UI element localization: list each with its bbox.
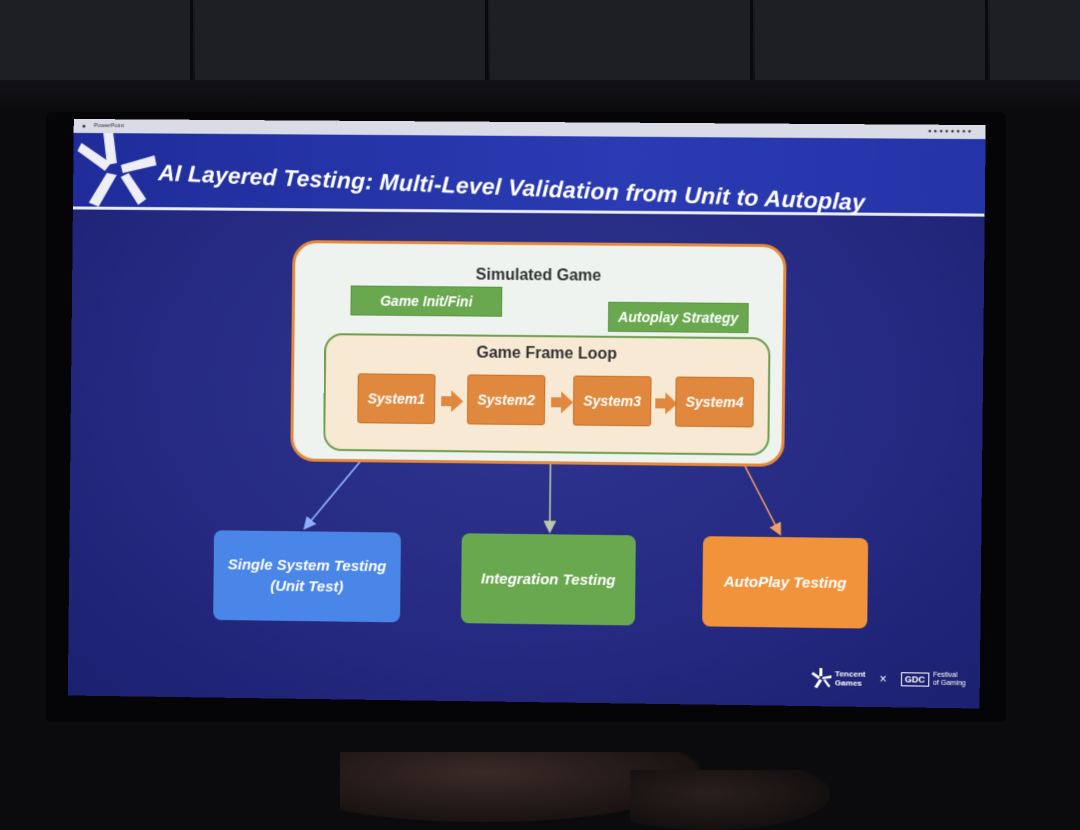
unit-test-label-line1: Single System Testing (228, 554, 387, 577)
arrow-to-autoplay-test (742, 462, 780, 533)
autoplay-strategy-tag: Autoplay Strategy (608, 302, 749, 333)
room-ceiling (0, 0, 1080, 110)
tencent-games-wordmark: Tencent Games (835, 669, 866, 687)
festival-of-gaming-wordmark: Festival of Gaming (933, 672, 966, 689)
separator-x: × (879, 672, 886, 686)
ceiling-panel (490, 0, 753, 80)
presentation-slide: ● PowerPoint ●●●●●●●● AI Layered Testing… (68, 119, 986, 709)
autoplay-test-box: AutoPlay Testing (702, 536, 868, 628)
ceiling-panel (990, 0, 1080, 80)
footer-logos: Tencent Games × GDC Festival of Gaming (811, 668, 966, 690)
ceiling-panel (0, 0, 193, 80)
game-init-fini-tag: Game Init/Fini (350, 285, 502, 316)
system4-box: System4 (675, 377, 754, 428)
system1-box: System1 (357, 373, 435, 424)
simulated-game-label: Simulated Game (295, 265, 783, 287)
simulated-game-box: Simulated Game Game Init/Fini Autoplay S… (290, 240, 786, 467)
ceiling-panel (755, 0, 988, 80)
ceiling-panel (195, 0, 488, 80)
game-frame-loop-label: Game Frame Loop (326, 343, 768, 365)
integration-test-box: Integration Testing (461, 533, 636, 625)
arrow-to-integration-test (550, 462, 551, 530)
audience-head-silhouette (630, 770, 830, 830)
game-frame-loop-box: Game Frame Loop System1 System2 System3 … (323, 333, 770, 456)
system3-box: System3 (573, 375, 652, 426)
unit-test-label-line2: (Unit Test) (228, 575, 387, 598)
system2-box: System2 (467, 374, 545, 425)
gdc-logo: GDC (901, 672, 929, 686)
tencent-games-logo-icon (811, 668, 831, 688)
unit-test-box: Single System Testing (Unit Test) (213, 530, 401, 622)
